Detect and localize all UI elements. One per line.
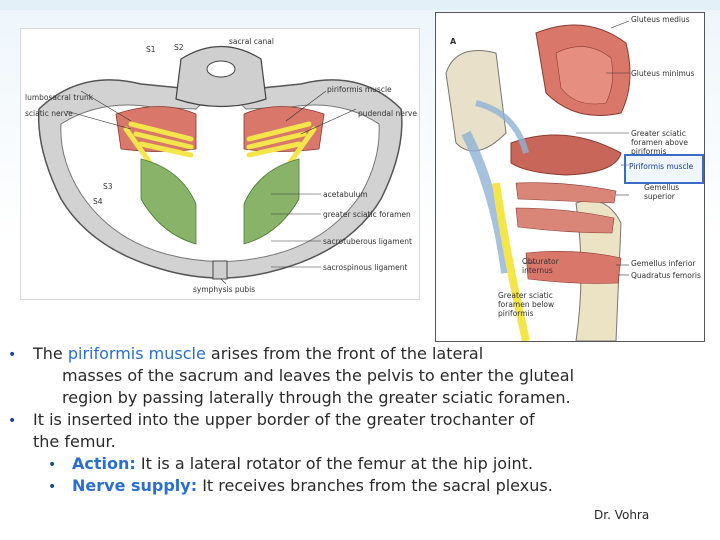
label-gsf-above-2: foramen above <box>631 138 688 147</box>
nerve-line: Nerve supply: It receives branches from … <box>72 475 553 497</box>
piriformis-highlight-box <box>624 154 704 184</box>
label-gsf-above-1: Greater sciatic <box>631 129 686 138</box>
label-obturator-1: Obturator <box>522 257 559 266</box>
label-gsf-above-3: piriformis <box>631 147 667 156</box>
label-s2: S2 <box>174 43 184 52</box>
label-greater-sciatic-foramen: greater sciatic foramen <box>323 210 411 219</box>
nerve-text: It receives branches from the sacral ple… <box>197 476 553 495</box>
gluteal-diagram: A Gluteus medius Gluteus minimus Greater… <box>435 12 705 342</box>
bullet-2-line-2: the femur. <box>33 432 116 451</box>
author-credit: Dr. Vohra <box>594 508 650 522</box>
top-band <box>0 0 720 10</box>
label-gsf-below-1: Greater sciatic <box>498 291 553 300</box>
label-pudendal-nerve: pudendal nerve <box>358 109 417 118</box>
pelvis-drawing <box>37 45 403 285</box>
label-lumbosacral-trunk: lumbosacral trunk <box>25 93 94 102</box>
label-s1: S1 <box>146 45 156 54</box>
bullet-1-rest: arises from the front of the lateral <box>205 344 484 363</box>
label-gemellus-superior-1: Gemellus <box>644 183 680 192</box>
label-gsf-below-2: foramen below <box>498 300 555 309</box>
bullet-action-marker: • <box>48 457 57 473</box>
bullet-2-marker: • <box>8 413 17 429</box>
gluteal-drawing <box>445 20 631 342</box>
label-quadratus-femoris: Quadratus femoris <box>631 271 701 280</box>
label-piriformis: Piriformis muscle <box>629 162 694 171</box>
bullet-nerve-marker: • <box>48 479 57 495</box>
bullet-1-marker: • <box>8 347 17 363</box>
bullet-1-line-1: The piriformis muscle arises from the fr… <box>33 343 483 365</box>
panel-letter: A <box>450 37 457 46</box>
action-text: It is a lateral rotator of the femur at … <box>135 454 534 473</box>
label-gemellus-inferior: Gemellus inferior <box>631 259 696 268</box>
pelvis-diagram: sacral canal S1 S2 lumbosacral trunk sci… <box>20 28 420 300</box>
nerve-label: Nerve supply: <box>72 476 198 495</box>
bullet-1-line-2: masses of the sacrum and leaves the pelv… <box>62 366 575 385</box>
label-gluteus-medius: Gluteus medius <box>631 15 690 24</box>
label-sacral-canal: sacral canal <box>229 37 274 46</box>
label-symphysis-pubis: symphysis pubis <box>193 285 256 294</box>
action-line: Action: It is a lateral rotator of the f… <box>72 453 533 475</box>
label-s3: S3 <box>103 182 113 191</box>
bullet-2-line-1: It is inserted into the upper border of … <box>33 410 535 429</box>
label-sacrospinous-ligament: sacrospinous ligament <box>323 263 408 272</box>
label-gsf-below-3: piriformis <box>498 309 534 318</box>
action-label: Action: <box>72 454 136 473</box>
bullet-1-prefix: The <box>33 344 68 363</box>
label-piriformis-muscle: piriformis muscle <box>327 85 392 94</box>
bullet-1-line-3: region by passing laterally through the … <box>62 388 571 407</box>
label-acetabulum: acetabulum <box>323 190 368 199</box>
piriformis-term: piriformis muscle <box>67 344 206 363</box>
label-s4: S4 <box>93 197 103 206</box>
label-sciatic-nerve: sciatic nerve <box>25 109 73 118</box>
label-sacrotuberous-ligament: sacrotuberous ligament <box>323 237 412 246</box>
label-gluteus-minimus: Gluteus minimus <box>631 69 695 78</box>
label-gemellus-superior-2: superior <box>644 192 675 201</box>
label-obturator-2: internus <box>522 266 553 275</box>
